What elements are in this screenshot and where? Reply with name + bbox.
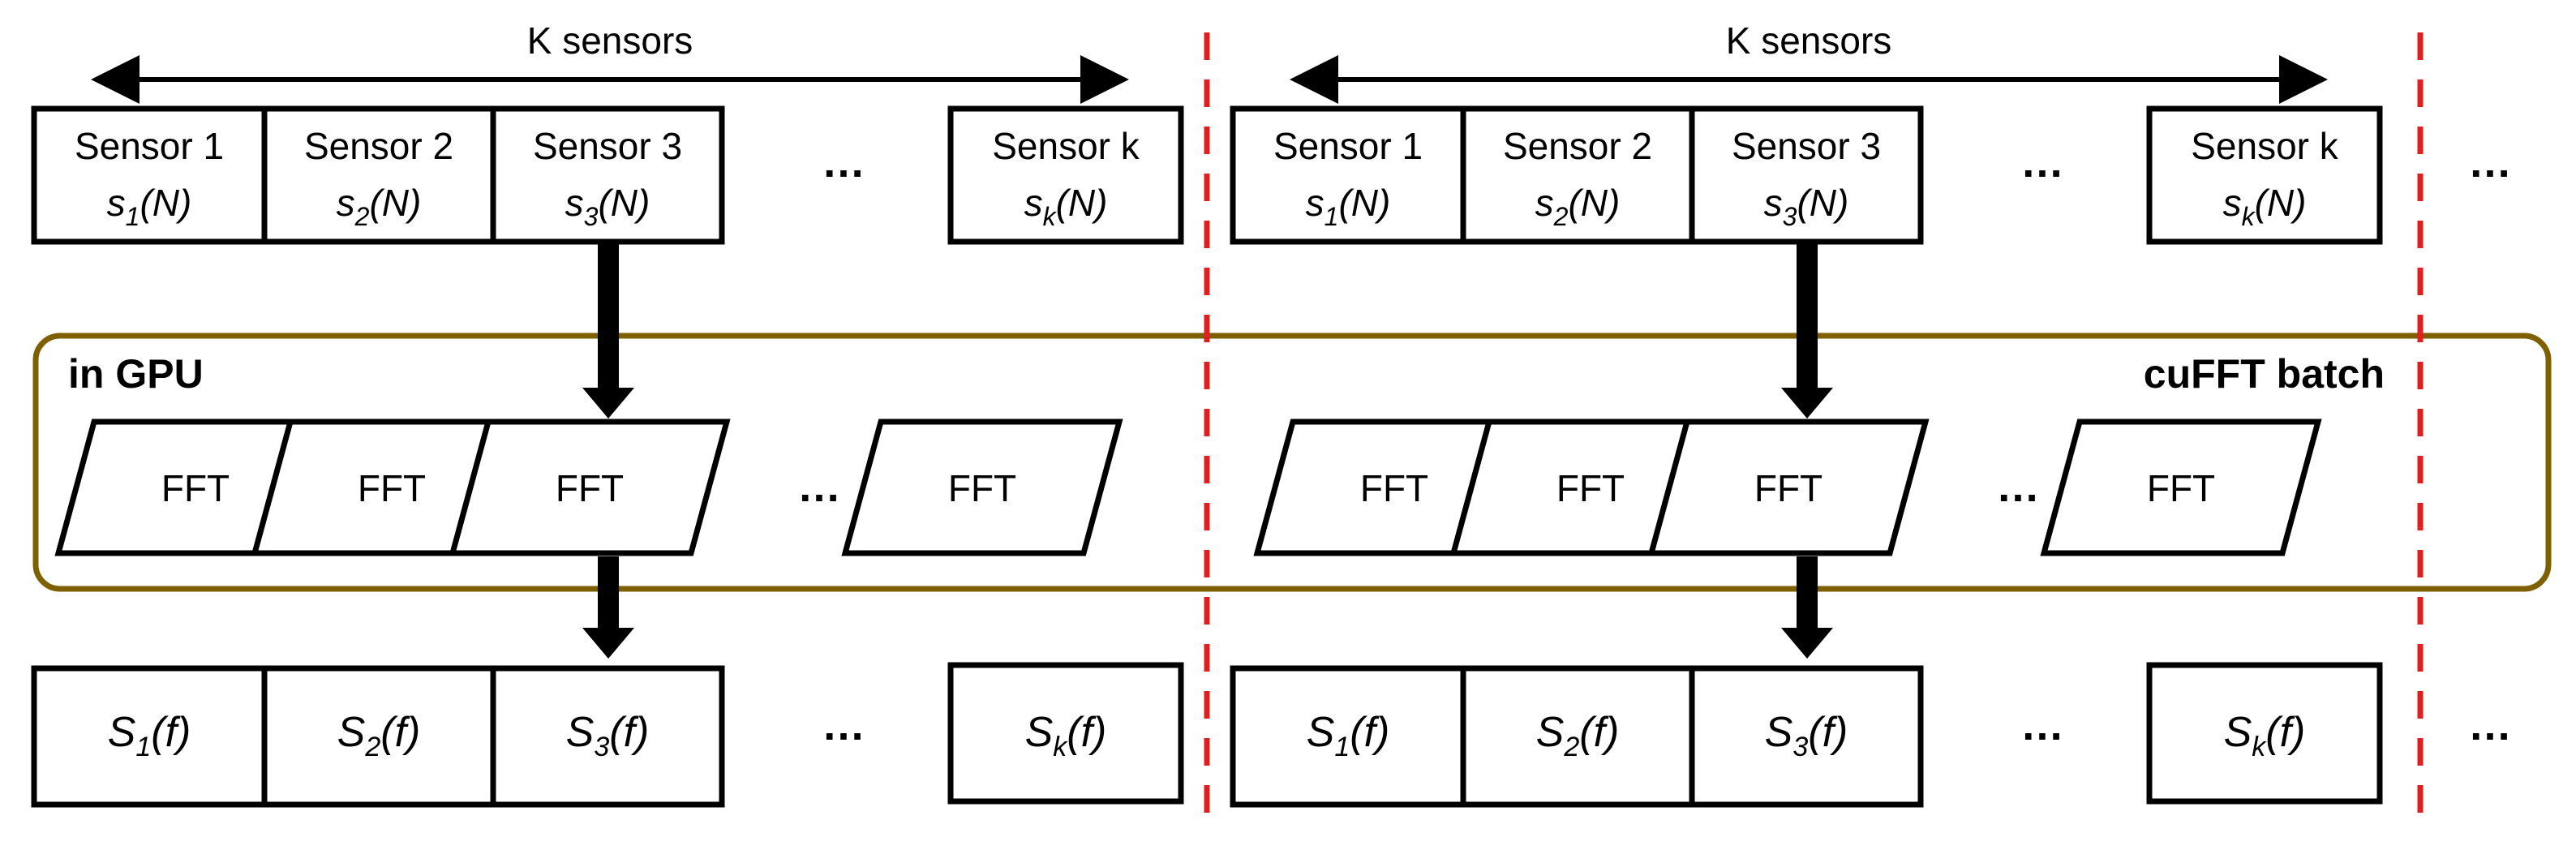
flow-arrow-shaft [598,556,619,629]
sensor-span-label: K sensors [527,19,693,62]
fft-label: FFT [2147,467,2215,509]
sensor-box [2146,105,2383,245]
sensor-name: Sensor k [2191,125,2339,167]
flow-arrow-shaft [598,243,619,389]
sensor-box [261,105,496,245]
fft-block [1647,419,1930,556]
output-signal: Sk(f) [1025,709,1107,762]
sensor-signal: s3(N) [1764,182,1849,231]
fft-label: FFT [1360,467,1428,509]
flow-arrow-head [1781,628,1833,659]
output-signal: S2(f) [337,709,421,762]
sensor-name: Sensor 3 [1732,125,1881,167]
sensor-box [947,105,1184,245]
output-box [947,662,1184,805]
flow-arrow-head [1781,388,1833,419]
fft-label: FFT [556,467,624,509]
output-signal: S2(f) [1536,709,1620,762]
sensor-box [1689,105,1924,245]
sensor-span-label: K sensors [1726,19,1892,62]
flow-arrow-shaft [1797,556,1818,629]
sensor-signal: sk(N) [1024,182,1108,231]
sensor-signal: s2(N) [1535,182,1621,231]
sensor-name: Sensor 1 [75,125,224,167]
fft-label: FFT [1754,467,1823,509]
sensor-box [1460,105,1695,245]
trailing-ellipsis-sensors: … [2468,138,2512,187]
output-box [261,665,496,808]
sensor-name: Sensor 1 [1273,125,1423,167]
sensor-box [490,105,725,245]
sensor-name: Sensor 3 [533,125,682,167]
flow-arrow-shaft [1797,243,1818,389]
flow-arrow-head [582,628,634,659]
fft-block [449,419,731,556]
output-signal: S3(f) [566,709,650,762]
fft-block [841,419,1123,556]
trailing-ellipsis-outputs: … [2468,701,2512,749]
outputs-ellipsis: … [2020,701,2064,749]
sensor-signal: sk(N) [2223,182,2307,231]
sensor-signal: s1(N) [107,182,192,231]
sensors-ellipsis: … [822,138,865,187]
outputs-ellipsis: … [822,701,865,749]
fft-label: FFT [358,467,426,509]
output-box [490,665,725,808]
gpu-label: in GPU [68,351,204,397]
sensors-ellipsis: … [2020,138,2064,187]
output-signal: S1(f) [1307,709,1390,762]
output-signal: S1(f) [108,709,191,762]
fft-label: FFT [1556,467,1625,509]
sensor-signal: s3(N) [565,182,650,231]
output-box [1689,665,1924,808]
sensor-name: Sensor k [992,125,1140,167]
flow-arrow-head [582,388,634,419]
fft-ellipsis: … [1996,462,2040,511]
fft-block [2040,419,2322,556]
sensor-box [31,105,268,245]
gpu-region [32,333,2552,592]
sensor-signal: s2(N) [337,182,422,231]
output-box [31,665,268,808]
cufft-batch-label: cuFFT batch [2144,351,2385,397]
output-box [2146,662,2383,805]
fft-ellipsis: … [797,462,841,511]
fft-label: FFT [948,467,1016,509]
sensor-name: Sensor 2 [304,125,453,167]
sensor-signal: s1(N) [1306,182,1391,231]
sensor-name: Sensor 2 [1503,125,1652,167]
fft-label: FFT [161,467,230,509]
output-signal: Sk(f) [2224,709,2306,762]
output-signal: S3(f) [1765,709,1848,762]
output-box [1230,665,1466,808]
